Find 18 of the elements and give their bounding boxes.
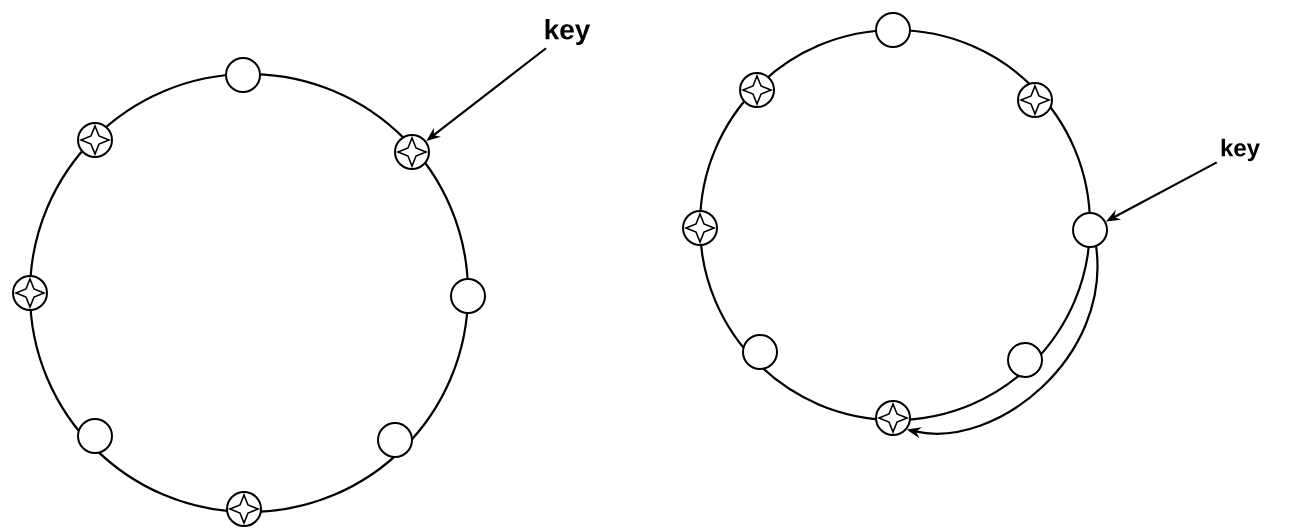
ring-node <box>875 12 911 48</box>
ring-node <box>1007 342 1043 378</box>
ring-node <box>377 422 413 458</box>
ring-node <box>450 278 486 314</box>
starred-node <box>875 400 911 436</box>
ring-node <box>225 57 261 93</box>
starred-node <box>77 122 113 158</box>
ring-node <box>742 334 778 370</box>
starred-node <box>12 275 48 311</box>
starred-node <box>1017 82 1053 118</box>
ring-node <box>77 418 113 454</box>
key-label: key <box>1221 138 1260 162</box>
starred-node <box>739 72 775 108</box>
ring-node <box>1072 212 1108 248</box>
starred-node <box>682 210 718 246</box>
key-label: key <box>545 18 591 46</box>
starred-node <box>226 491 262 527</box>
starred-node <box>394 134 430 170</box>
